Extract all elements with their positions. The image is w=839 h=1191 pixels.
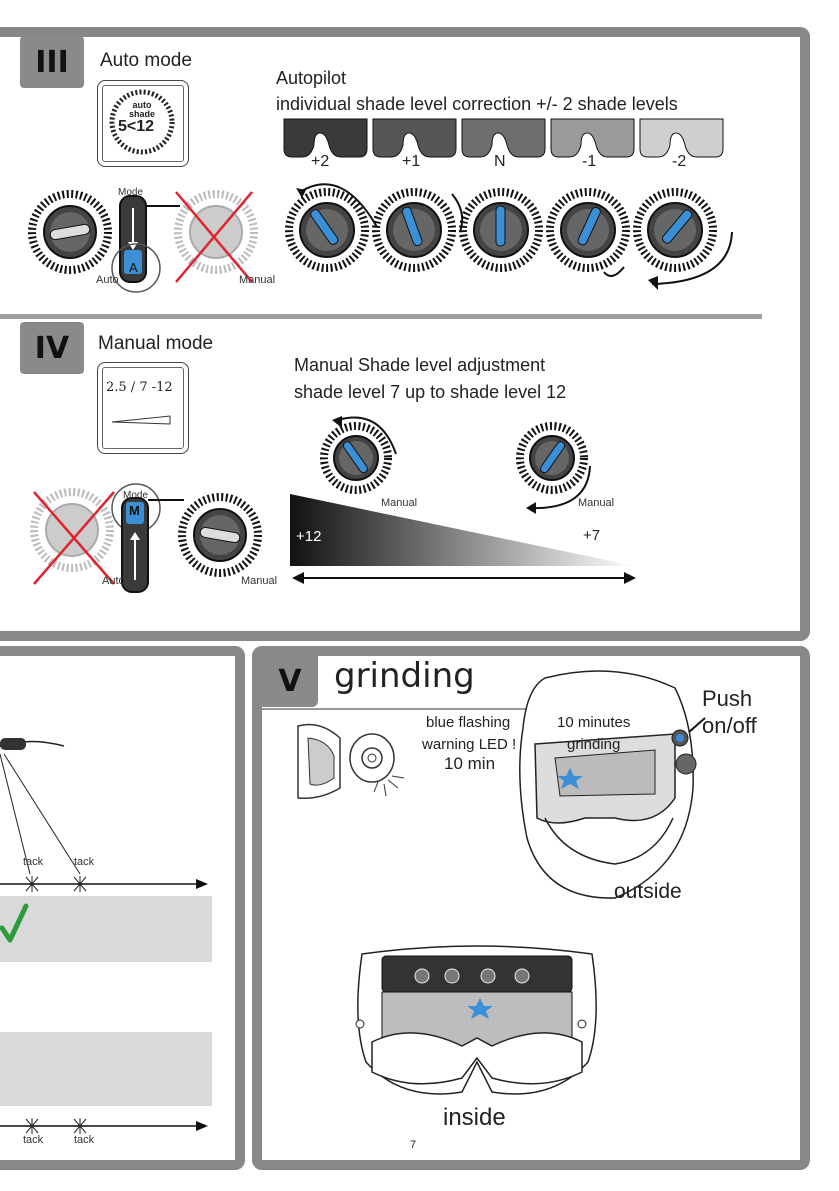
lcd-manual-value: 2.5 / 7 -12: [106, 380, 173, 395]
lcd-manual-shade: [97, 362, 189, 454]
title-underline: [262, 708, 538, 710]
tack-label-1: tack: [23, 856, 44, 868]
lcd-shade-range: 5<12: [118, 118, 155, 135]
mode-label-III: Mode: [118, 187, 144, 198]
switch-letter-A: A: [129, 260, 138, 275]
manual-mode-title: Manual mode: [98, 333, 214, 354]
ten-minutes-line2: grinding: [567, 736, 621, 753]
result-box-2: [0, 1032, 212, 1106]
lcd-wedge: [111, 415, 171, 425]
inside-label: inside: [443, 1104, 506, 1131]
tack-timeline-top: [0, 876, 208, 892]
shade-gradient-wedge: [290, 494, 636, 584]
grinding-title: grinding: [334, 656, 475, 696]
manual-label-IV: Manual: [241, 575, 278, 587]
push-line1: Push: [702, 686, 753, 711]
shade-label-plus1: +1: [402, 153, 421, 170]
shade-label-minus1: -1: [582, 153, 597, 170]
shade-label-plus2: +2: [311, 153, 330, 170]
shade-plus12: +12: [296, 528, 322, 545]
helmet-outside-illustration: [519, 670, 706, 899]
welding-torch-diagram: [0, 738, 81, 875]
helmet-grinding-icon: [297, 723, 405, 800]
tack-timeline-bottom: [0, 1118, 208, 1134]
manual-label-knob1: Manual: [381, 497, 418, 509]
shade-plus7: +7: [583, 527, 601, 544]
switch-letter-M: M: [129, 503, 140, 518]
outside-label: outside: [614, 880, 682, 903]
page-number: 7: [410, 1139, 417, 1151]
blue-flashing-line3: 10 min: [444, 754, 496, 773]
tack-label-2: tack: [74, 856, 95, 868]
section-badge-III: III: [20, 36, 84, 88]
manual-knobs: [320, 416, 591, 514]
manual-description-1: Manual Shade level adjustment: [294, 355, 546, 375]
autopilot-knobs: [285, 183, 733, 290]
manual-mode-switch-diagram: [30, 483, 262, 593]
tack-label-3: tack: [23, 1134, 44, 1146]
auto-label-III: Auto: [96, 274, 119, 286]
section-badge-V: V: [262, 655, 318, 707]
auto-label-IV: Auto: [102, 575, 125, 587]
result-box-ok: [0, 896, 212, 962]
auto-mode-title: Auto mode: [100, 50, 192, 71]
ten-minutes-line1: 10 minutes: [557, 714, 631, 731]
mode-label-IV: Mode: [123, 490, 149, 501]
manual-label-III: Manual: [239, 274, 276, 286]
blue-flashing-line1: blue flashing: [426, 714, 511, 731]
section-badge-IV: IV: [20, 322, 84, 374]
helmet-inside-illustration: [355, 945, 597, 1095]
manual-description-2: shade level 7 up to shade level 12: [294, 382, 567, 402]
manual-label-knob2: Manual: [578, 497, 615, 509]
auto-mode-switch-diagram: [28, 190, 258, 293]
shade-label-minus2: -2: [672, 153, 687, 170]
section-divider: [0, 314, 762, 319]
lcd-auto-shade-label: auto shade: [128, 100, 155, 119]
push-line2: on/off: [702, 713, 757, 738]
shade-label-n: N: [494, 153, 506, 170]
tack-label-4: tack: [74, 1134, 95, 1146]
autopilot-description: individual shade level correction +/- 2 …: [276, 94, 678, 114]
autopilot-heading: Autopilot: [276, 68, 347, 88]
green-check-icon: [0, 903, 29, 943]
auto-shade-dial-ring: [109, 89, 175, 155]
blue-flashing-line2: warning LED !: [422, 736, 517, 753]
